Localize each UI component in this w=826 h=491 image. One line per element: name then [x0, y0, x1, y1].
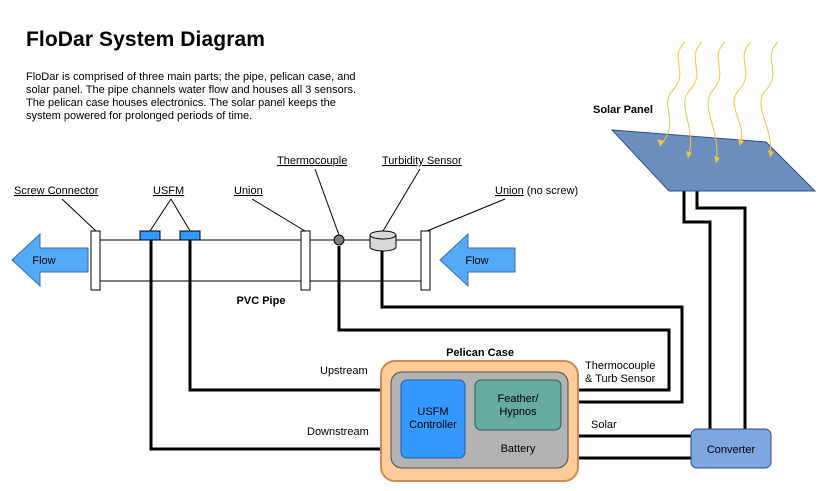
- flow-arrow-right: [439, 232, 516, 288]
- pelican-case-label: Pelican Case: [446, 347, 514, 359]
- pvc-pipe-label: PVC Pipe: [237, 295, 286, 307]
- wire-thermocouple: [337, 246, 671, 392]
- flow-left-label: Flow: [32, 255, 55, 267]
- screw-connector-label: Screw Connector: [14, 185, 99, 197]
- wire-upstream: [188, 238, 382, 392]
- solar-panel-label: Solar Panel: [593, 104, 653, 116]
- usfm-sensor-downstream: [139, 230, 161, 241]
- union-no-screw-label-union: Union: [495, 185, 524, 197]
- thermocouple-label: Thermocouple: [277, 155, 347, 167]
- label-leaders: [61, 168, 506, 236]
- flow-right-label: Flow: [465, 255, 488, 267]
- solar-label: Solar: [591, 419, 617, 431]
- usfm-controller-label-2: Controller: [409, 419, 457, 431]
- solar-panel: [610, 129, 817, 192]
- union-right: [420, 230, 431, 291]
- usfm-controller-label-1: USFM: [417, 406, 448, 418]
- usfm-controller: [400, 379, 466, 459]
- converter-label: Converter: [707, 444, 756, 456]
- sun-ray-arrowheads: [657, 139, 774, 163]
- wires: [149, 190, 747, 460]
- wire-turbidity: [380, 248, 684, 404]
- turbidity-sensor: [369, 230, 397, 252]
- thermocouple-sensor: [333, 234, 345, 246]
- upstream-label: Upstream: [320, 365, 368, 377]
- page-title: FloDar System Diagram: [26, 28, 266, 51]
- usfm-sensor-upstream: [179, 230, 201, 241]
- union-left: [300, 230, 311, 291]
- feather-label-1: Feather/: [498, 393, 540, 405]
- union-no-screw-label: Union (no screw): [495, 185, 578, 197]
- page-description: FloDar is comprised of three main parts;…: [26, 71, 356, 122]
- converter: [690, 428, 772, 469]
- thermo-turb-label-1: Thermocouple: [585, 360, 655, 372]
- wire-panel-converter-1: [682, 190, 712, 429]
- wire-panel-converter-2: [695, 190, 747, 429]
- turbidity-sensor-label: Turbidity Sensor: [382, 155, 462, 167]
- thermo-turb-label-2: & Turb Sensor: [585, 373, 656, 385]
- downstream-label: Downstream: [307, 426, 369, 438]
- battery-label: Battery: [501, 443, 536, 455]
- feather-label-2: Hypnos: [499, 406, 537, 418]
- screw-connector: [90, 230, 101, 291]
- wire-downstream: [149, 238, 382, 451]
- union-label: Union: [234, 185, 263, 197]
- usfm-label: USFM: [153, 185, 184, 197]
- feather-hypnos: [474, 379, 562, 431]
- sun-rays: [659, 41, 779, 164]
- union-no-screw-label-suffix: (no screw): [524, 185, 578, 197]
- flow-arrow-left: [11, 232, 89, 288]
